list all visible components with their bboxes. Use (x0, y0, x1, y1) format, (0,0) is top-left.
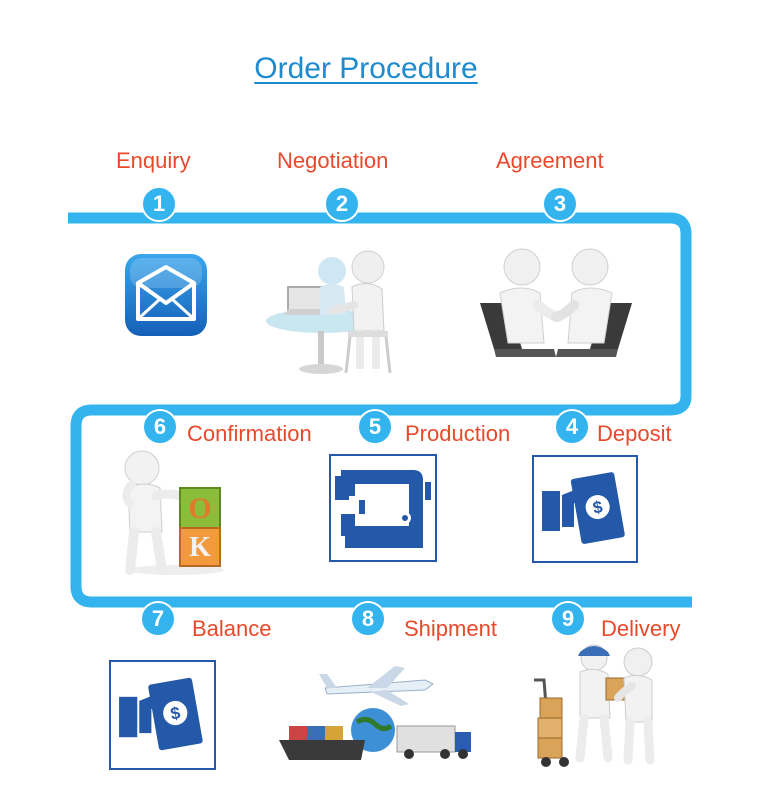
step-7-label: Balance (192, 616, 272, 641)
step-4-number: 4 (554, 409, 590, 445)
sewing-machine-icon (329, 454, 437, 562)
svg-text:$: $ (169, 702, 182, 723)
envelope-icon (124, 253, 208, 342)
meeting-figures-icon (262, 245, 402, 385)
ok-blocks-icon: O K (112, 448, 232, 583)
step-7-number: 7 (140, 601, 176, 637)
step-3-number: 3 (542, 186, 578, 222)
page-title: Order Procedure (254, 52, 478, 85)
svg-text:O: O (188, 492, 211, 525)
step-9-label: Delivery (601, 616, 681, 641)
transport-icon (275, 660, 475, 777)
step-9-number: 9 (550, 601, 586, 637)
step-1-label: Enquiry (116, 148, 191, 173)
laptop-handshake-icon (478, 245, 634, 375)
step-1-number: 1 (141, 186, 177, 222)
svg-text:$: $ (591, 497, 604, 517)
step-2-number: 2 (324, 186, 360, 222)
step-3-label: Agreement (496, 148, 604, 173)
delivery-figures-icon (524, 640, 664, 777)
payment-icon: $ (532, 455, 638, 563)
step-2-label: Negotiation (277, 148, 389, 173)
svg-text:K: K (189, 532, 211, 563)
step-8-label: Shipment (404, 616, 497, 641)
step-6-label: Confirmation (187, 421, 312, 446)
step-5-label: Production (405, 421, 511, 446)
step-4-label: Deposit (597, 421, 672, 446)
step-8-number: 8 (350, 601, 386, 637)
step-5-number: 5 (357, 409, 393, 445)
payment-icon: $ (109, 660, 216, 770)
step-6-number: 6 (142, 409, 178, 445)
